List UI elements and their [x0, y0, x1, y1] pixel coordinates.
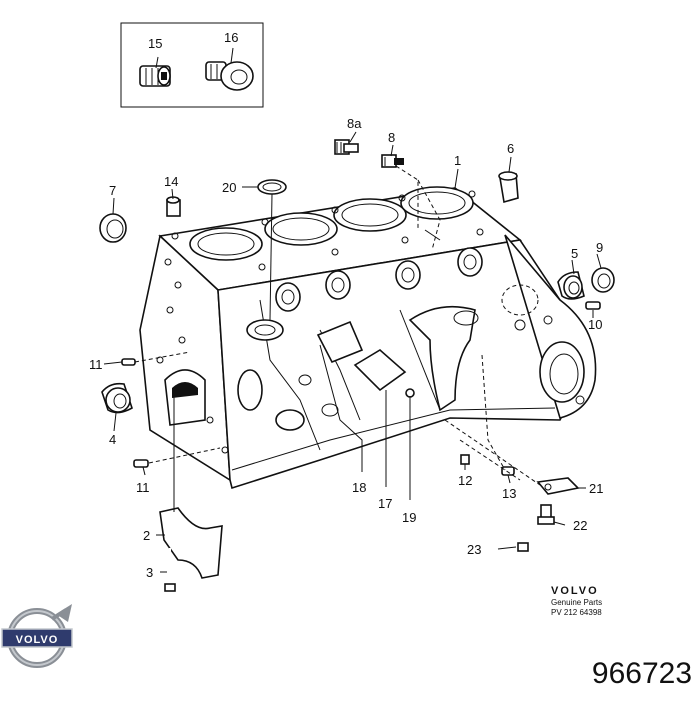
callout-22: 22 [573, 518, 587, 533]
callout-14: 14 [164, 174, 178, 189]
bush-5 [557, 271, 585, 300]
seal-7 [99, 213, 127, 243]
callout-9: 9 [596, 240, 603, 255]
bearing-cap-2 [159, 507, 223, 579]
seal-9 [591, 267, 615, 293]
callout-15: 15 [148, 36, 162, 51]
callout-12: 12 [458, 473, 472, 488]
pin-11-upper [121, 358, 136, 366]
plug-15 [139, 65, 171, 87]
callout-4: 4 [109, 432, 116, 447]
brand-block: VOLVO Genuine Parts PV 212 64398 [551, 585, 602, 617]
callout-13: 13 [502, 486, 516, 501]
callout-1: 1 [454, 153, 461, 168]
callout-21: 21 [589, 481, 603, 496]
sensor-8a [334, 139, 359, 155]
part-number: 966723 [592, 657, 692, 690]
sleeve-14 [166, 196, 181, 217]
callout-8a: 8a [347, 116, 362, 131]
callout-18: 18 [352, 480, 366, 495]
screw-22 [537, 504, 555, 525]
sleeve-6 [498, 171, 519, 204]
callout-5: 5 [571, 246, 578, 261]
bush-4 [101, 382, 133, 414]
ring-20 [257, 179, 287, 195]
callout-19: 19 [402, 510, 416, 525]
logo-text: VOLVO [16, 634, 59, 646]
screw-19 [405, 388, 415, 398]
brand-line-2: PV 212 64398 [551, 608, 602, 617]
callout-7: 7 [109, 183, 116, 198]
brand-line-1: Genuine Parts [551, 598, 602, 607]
bolt-3 [164, 548, 176, 592]
callout-3: 3 [146, 565, 153, 580]
callout-23: 23 [467, 542, 481, 557]
callouts: 15 16 8a 8 1 6 7 14 20 5 9 10 11 4 11 2 … [89, 30, 603, 580]
callout-11-upper: 11 [89, 357, 103, 372]
callout-17: 17 [378, 496, 392, 511]
callout-2: 2 [143, 528, 150, 543]
pin-11-lower [133, 459, 149, 468]
callout-10: 10 [588, 317, 602, 332]
pin-13 [501, 466, 515, 476]
pin-10 [585, 301, 601, 310]
plug-16 [205, 61, 254, 91]
sensor-8 [381, 154, 404, 168]
brand-name: VOLVO [551, 585, 599, 597]
pin-12 [460, 454, 470, 465]
callout-11-lower: 11 [136, 480, 150, 495]
leader-lines [103, 47, 602, 573]
bracket-21 [536, 477, 580, 495]
volvo-logo: VOLVO [1, 604, 73, 668]
engine-block [139, 179, 597, 490]
callout-20: 20 [222, 180, 236, 195]
inset-box [120, 22, 264, 108]
callout-6: 6 [507, 141, 514, 156]
callout-16: 16 [224, 30, 238, 45]
callout-8: 8 [388, 130, 395, 145]
bolt-23 [517, 505, 529, 552]
